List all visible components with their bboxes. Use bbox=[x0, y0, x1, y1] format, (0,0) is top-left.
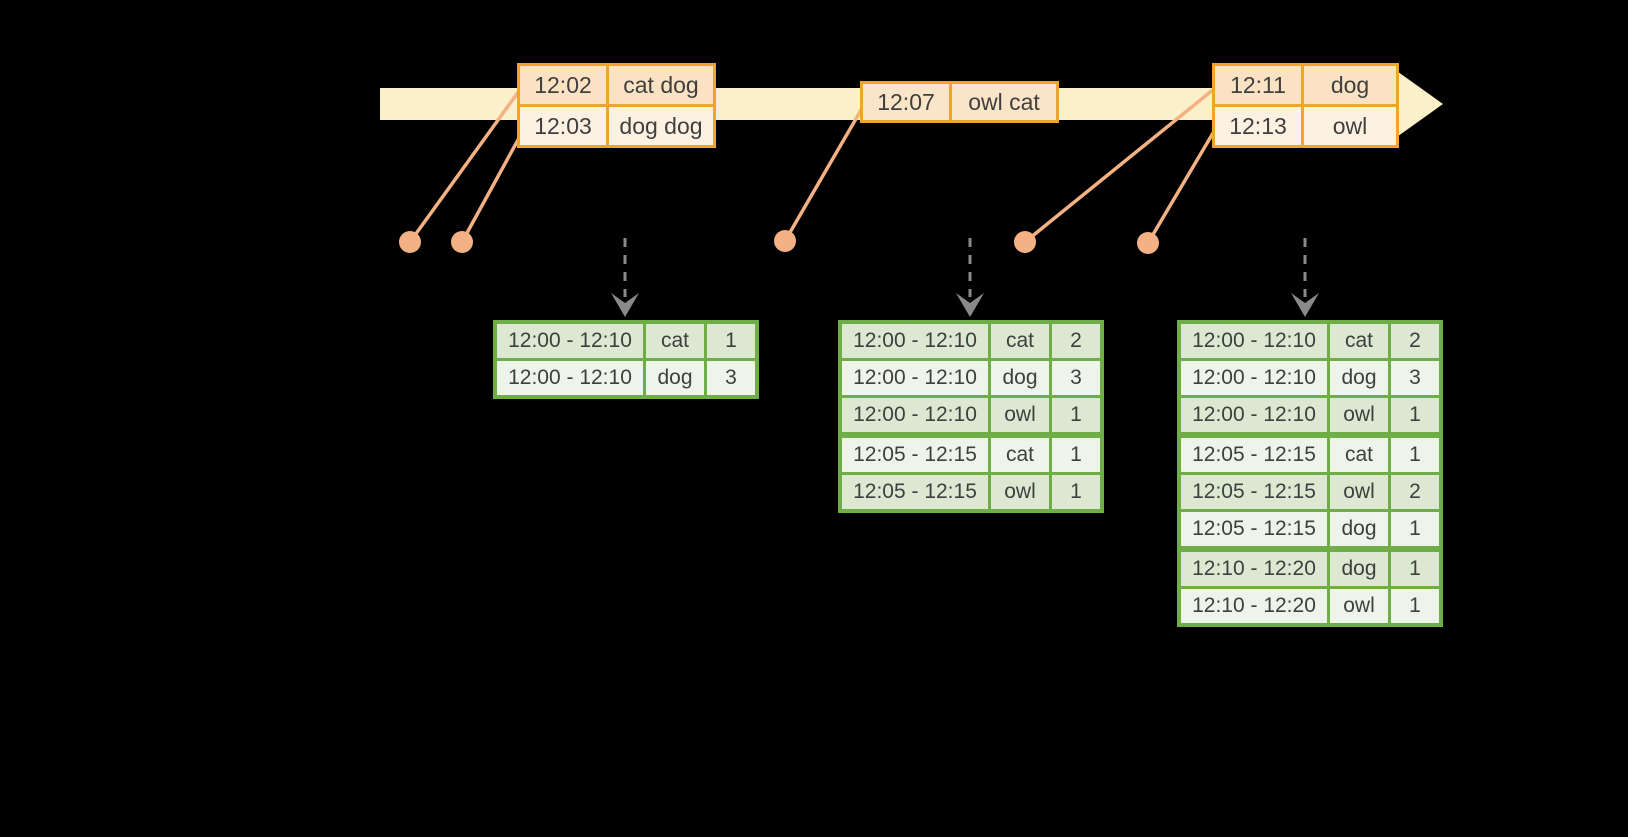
event-time-dot bbox=[451, 231, 473, 253]
word-cell: owl bbox=[991, 398, 1049, 432]
event-words-cell: owl cat bbox=[952, 84, 1056, 120]
event-words-cell: dog dog bbox=[609, 107, 713, 145]
word-cell: dog bbox=[646, 361, 704, 395]
count-cell: 1 bbox=[1052, 398, 1100, 432]
count-cell: 3 bbox=[707, 361, 755, 395]
window-cell: 12:00 - 12:10 bbox=[842, 361, 988, 395]
window-cell: 12:10 - 12:20 bbox=[1181, 589, 1327, 623]
count-cell: 1 bbox=[707, 324, 755, 358]
window-cell: 12:10 - 12:20 bbox=[1181, 552, 1327, 586]
event-time-cell: 12:07 bbox=[863, 84, 949, 120]
word-cell: owl bbox=[1330, 398, 1388, 432]
window-cell: 12:00 - 12:10 bbox=[497, 324, 643, 358]
word-cell: dog bbox=[1330, 512, 1388, 546]
count-cell: 1 bbox=[1052, 438, 1100, 472]
count-cell: 1 bbox=[1391, 552, 1439, 586]
window-cell: 12:00 - 12:10 bbox=[842, 324, 988, 358]
timeline-arrowhead-icon bbox=[1394, 69, 1443, 139]
event-words-cell: dog bbox=[1304, 66, 1396, 104]
window-cell: 12:05 - 12:15 bbox=[1181, 512, 1327, 546]
word-cell: dog bbox=[1330, 361, 1388, 395]
event-words-cell: owl bbox=[1304, 107, 1396, 145]
trigger-arrowhead-icon bbox=[611, 293, 639, 317]
count-cell: 2 bbox=[1391, 324, 1439, 358]
word-cell: cat bbox=[1330, 438, 1388, 472]
connector-line bbox=[783, 104, 866, 242]
word-cell: cat bbox=[991, 324, 1049, 358]
window-cell: 12:00 - 12:10 bbox=[1181, 324, 1327, 358]
word-cell: owl bbox=[1330, 475, 1388, 509]
count-cell: 2 bbox=[1052, 324, 1100, 358]
count-cell: 1 bbox=[1391, 438, 1439, 472]
count-cell: 3 bbox=[1391, 361, 1439, 395]
event-words-cell: cat dog bbox=[609, 66, 713, 104]
count-cell: 2 bbox=[1391, 475, 1439, 509]
event-time-dot bbox=[399, 231, 421, 253]
window-cell: 12:05 - 12:15 bbox=[1181, 438, 1327, 472]
event-time-cell: 12:02 bbox=[520, 66, 606, 104]
count-cell: 1 bbox=[1391, 398, 1439, 432]
word-cell: cat bbox=[646, 324, 704, 358]
window-cell: 12:00 - 12:10 bbox=[1181, 361, 1327, 395]
word-cell: owl bbox=[991, 475, 1049, 509]
count-cell: 1 bbox=[1391, 512, 1439, 546]
event-time-cell: 12:13 bbox=[1215, 107, 1301, 145]
window-cell: 12:05 - 12:15 bbox=[842, 438, 988, 472]
connector-line bbox=[408, 89, 521, 244]
word-cell: dog bbox=[1330, 552, 1388, 586]
connector-line bbox=[1146, 127, 1218, 244]
word-cell: owl bbox=[1330, 589, 1388, 623]
trigger-arrowhead-icon bbox=[1291, 293, 1319, 317]
window-cell: 12:00 - 12:10 bbox=[1181, 398, 1327, 432]
event-time-dot bbox=[1137, 232, 1159, 254]
event-time-dot bbox=[1014, 231, 1036, 253]
event-time-cell: 12:03 bbox=[520, 107, 606, 145]
connector-line bbox=[460, 128, 526, 243]
event-time-cell: 12:11 bbox=[1215, 66, 1301, 104]
window-cell: 12:00 - 12:10 bbox=[842, 398, 988, 432]
count-cell: 3 bbox=[1052, 361, 1100, 395]
count-cell: 1 bbox=[1052, 475, 1100, 509]
event-time-dot bbox=[774, 230, 796, 252]
window-cell: 12:00 - 12:10 bbox=[497, 361, 643, 395]
word-cell: cat bbox=[1330, 324, 1388, 358]
connector-line bbox=[1023, 87, 1216, 244]
window-cell: 12:05 - 12:15 bbox=[842, 475, 988, 509]
window-cell: 12:05 - 12:15 bbox=[1181, 475, 1327, 509]
count-cell: 1 bbox=[1391, 589, 1439, 623]
word-cell: dog bbox=[991, 361, 1049, 395]
word-cell: cat bbox=[991, 438, 1049, 472]
trigger-arrowhead-icon bbox=[956, 293, 984, 317]
